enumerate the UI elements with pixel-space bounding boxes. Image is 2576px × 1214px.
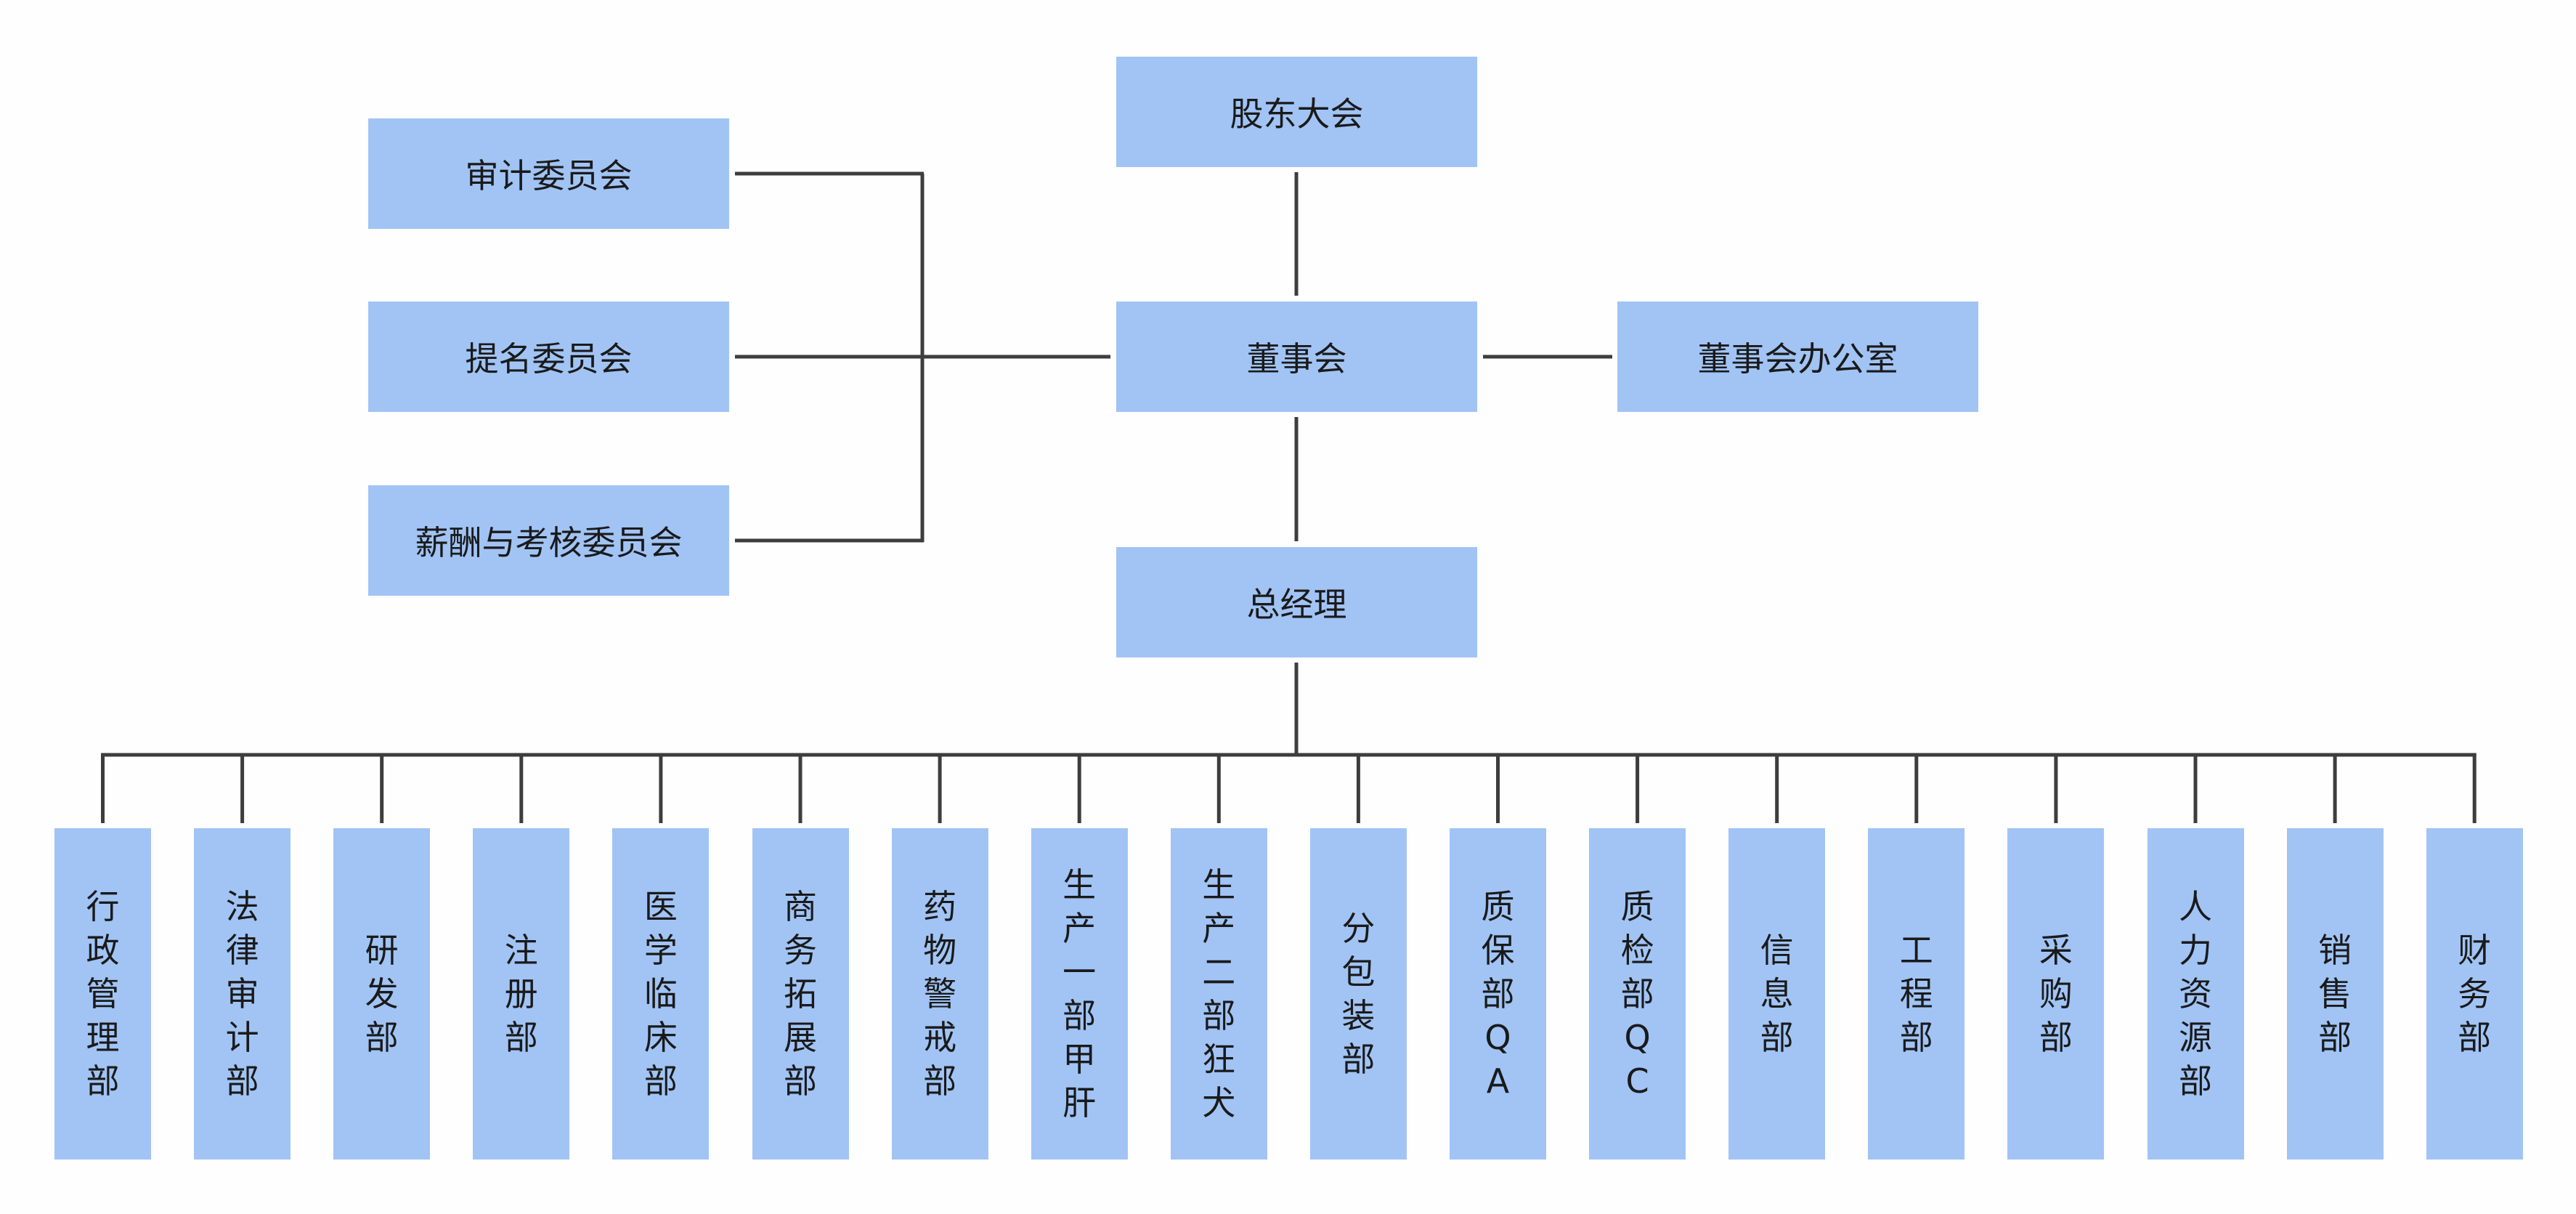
department-node: 药物警戒部 bbox=[891, 828, 988, 1160]
node-nomination-committee: 提名委员会 bbox=[368, 302, 729, 412]
department-label: 质保部QA bbox=[1481, 887, 1515, 1101]
department-label: 信息部 bbox=[1760, 931, 1794, 1057]
node-board-of-directors: 董事会 bbox=[1116, 302, 1477, 412]
department-node: 行政管理部 bbox=[54, 828, 151, 1160]
node-compensation-committee: 薪酬与考核委员会 bbox=[368, 485, 729, 596]
node-shareholders-meeting: 股东大会 bbox=[1116, 57, 1477, 167]
department-label: 商务拓展部 bbox=[783, 887, 817, 1101]
department-label: 行政管理部 bbox=[86, 887, 120, 1101]
department-label: 注册部 bbox=[504, 931, 538, 1057]
department-node: 商务拓展部 bbox=[752, 828, 849, 1160]
department-node: 生产一部甲肝 bbox=[1031, 828, 1128, 1160]
node-audit-committee: 审计委员会 bbox=[368, 118, 729, 229]
node-general-manager: 总经理 bbox=[1116, 547, 1477, 657]
department-label: 人力资源部 bbox=[2178, 887, 2212, 1101]
department-node: 人力资源部 bbox=[2147, 828, 2244, 1160]
department-node: 医学临床部 bbox=[612, 828, 710, 1160]
department-node: 工程部 bbox=[1868, 828, 1965, 1160]
department-label: 销售部 bbox=[2318, 931, 2352, 1057]
department-node: 法律审计部 bbox=[194, 828, 291, 1160]
node-board-office: 董事会办公室 bbox=[1617, 302, 1978, 412]
department-label: 质检部QC bbox=[1620, 887, 1654, 1101]
department-node: 信息部 bbox=[1728, 828, 1826, 1160]
department-node: 销售部 bbox=[2286, 828, 2384, 1160]
department-label: 生产二部狂犬 bbox=[1202, 865, 1236, 1122]
department-label: 生产一部甲肝 bbox=[1063, 865, 1097, 1122]
department-node: 质保部QA bbox=[1450, 828, 1546, 1160]
department-label: 财务部 bbox=[2458, 931, 2492, 1057]
department-label: 法律审计部 bbox=[225, 887, 259, 1101]
department-label: 药物警戒部 bbox=[923, 887, 957, 1101]
department-label: 采购部 bbox=[2039, 931, 2073, 1057]
department-node: 注册部 bbox=[473, 828, 570, 1160]
department-label: 医学临床部 bbox=[643, 887, 678, 1101]
department-node: 财务部 bbox=[2426, 828, 2523, 1160]
department-label: 分包装部 bbox=[1341, 909, 1376, 1079]
department-node: 分包装部 bbox=[1309, 828, 1407, 1160]
department-label: 工程部 bbox=[1899, 931, 1933, 1057]
department-node: 质检部QC bbox=[1589, 828, 1686, 1160]
department-node: 生产二部狂犬 bbox=[1170, 828, 1267, 1160]
department-node: 采购部 bbox=[2007, 828, 2105, 1160]
department-node: 研发部 bbox=[333, 828, 431, 1160]
department-label: 研发部 bbox=[365, 931, 399, 1057]
